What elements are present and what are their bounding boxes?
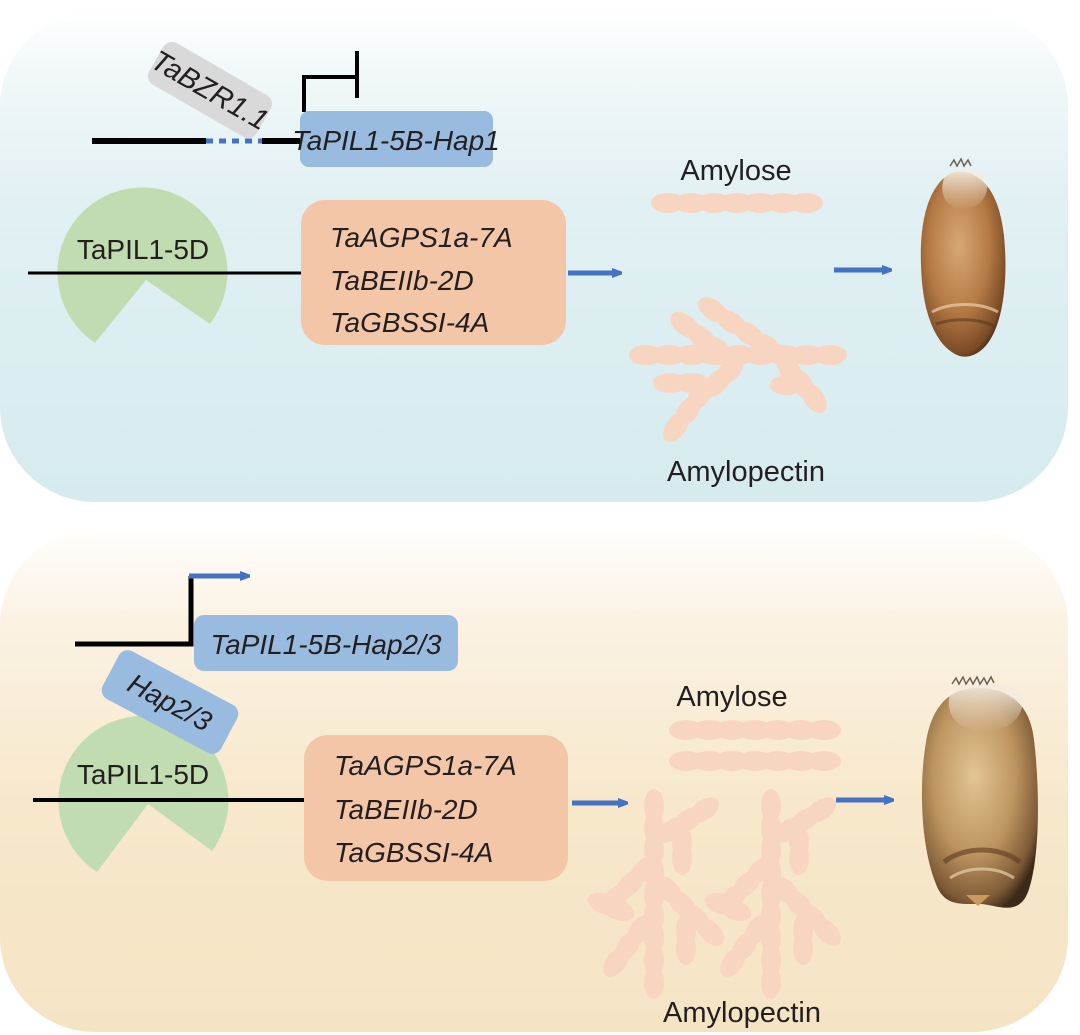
amylose-chain-top (651, 193, 823, 213)
amylopectin-label-bottom: Amylopectin (663, 997, 821, 1029)
gene-label-hap1: TaPIL1-5B-Hap1 (292, 125, 500, 156)
target-gene-2: TaBEIIb-2D (330, 265, 474, 296)
bottom-promoter-group (75, 576, 246, 647)
wheat-grain-icon-top (920, 157, 1006, 357)
glucose-bead (761, 965, 781, 999)
glucose-bead (696, 918, 724, 946)
glucose-bead (813, 345, 847, 365)
glucose-bead (644, 965, 664, 999)
glucose-bead (793, 931, 813, 965)
protein-label-top: TaPIL1-5D (77, 234, 209, 265)
amylopectin-cluster-top (629, 297, 847, 443)
protein-label-bottom: TaPIL1-5D (77, 759, 209, 790)
target-gene-3: TaGBSSI-4A (334, 837, 493, 868)
amylopectin-clusters-bottom (587, 789, 841, 999)
glucose-bead (789, 841, 809, 875)
glucose-bead (801, 382, 827, 414)
glucose-bead (789, 193, 823, 213)
target-gene-3: TaGBSSI-4A (330, 307, 489, 338)
protein-tapil1-5d-top: TaPIL1-5D (28, 187, 302, 343)
wheat-grain-icon-bottom (921, 675, 1038, 908)
target-gene-1: TaAGPS1a-7A (330, 222, 513, 253)
gene-box-hap1: TaPIL1-5B-Hap1 (292, 111, 500, 167)
glucose-bead (720, 946, 746, 978)
target-genes-box-bottom: TaAGPS1a-7A TaBEIIb-2D TaGBSSI-4A (304, 735, 568, 881)
amylose-label-bottom: Amylose (676, 681, 787, 713)
glucose-bead (704, 367, 732, 397)
glucose-bead (688, 797, 720, 823)
glucose-bead (813, 918, 841, 946)
protein-pacman-shape (57, 187, 228, 343)
target-gene-2: TaBEIIb-2D (334, 794, 478, 825)
protein-tapil1-5d-bottom (58, 715, 229, 872)
glucose-bead (601, 898, 635, 922)
glucose-bead (751, 333, 783, 359)
repressor-tabzr1-1: TaBZR1.1 (145, 41, 274, 139)
target-gene-1: TaAGPS1a-7A (334, 750, 517, 781)
gene-label-hap23: TaPIL1-5B-Hap2/3 (211, 629, 442, 660)
glucose-bead (805, 797, 837, 823)
glucose-bead (676, 931, 696, 965)
glucose-bead (663, 411, 689, 443)
glucose-bead (718, 898, 752, 922)
promoter-dna-line-bottom (75, 576, 194, 647)
gene-box-hap23: TaPIL1-5B-Hap2/3 (194, 615, 458, 671)
target-genes-box-top: TaAGPS1a-7A TaBEIIb-2D TaGBSSI-4A (301, 200, 566, 345)
amylose-label-top: Amylose (680, 155, 791, 187)
glucose-bead (807, 720, 841, 740)
glucose-bead (672, 841, 692, 875)
glucose-bead (807, 751, 841, 771)
glucose-bead (702, 335, 732, 363)
top-promoter-group (92, 51, 359, 144)
glucose-bead (603, 946, 629, 978)
repressed-promoter-icon (302, 51, 359, 112)
protein-pacman-shape (58, 715, 229, 872)
amylose-chains-bottom (669, 720, 841, 771)
amylopectin-label-top: Amylopectin (667, 456, 825, 488)
